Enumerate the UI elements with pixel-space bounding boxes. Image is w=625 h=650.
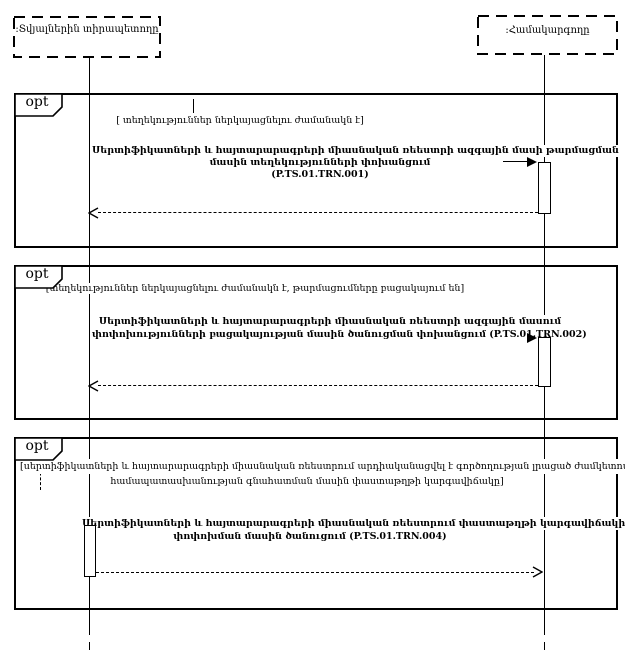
dashed-box-outline [477, 15, 618, 55]
return-message-arrow [98, 385, 538, 387]
fragment-tab-shape [14, 265, 63, 289]
guard-condition: [սերտիֆիկատների և հայտարարագրերի միասնակ… [18, 459, 625, 489]
message-label: Սերտիֆիկատների և հայտարարագրերի միասնակա… [90, 315, 589, 341]
activation-bar-coordinator [538, 162, 551, 214]
guard-condition: [տեղեկություններ ներկայացնելու ժամանակն … [40, 283, 470, 294]
participant-box-coordinator: :Համակարգողը [477, 15, 618, 55]
message-text-line: փոփոխման մասին ծանուցում (P.TS.01.TRN.00… [171, 530, 449, 543]
return-message-arrow [98, 212, 538, 214]
message-text-line: փոփոխությունների բացակայության մասին ծան… [90, 328, 589, 341]
fragment-operator-label: opt [25, 266, 49, 282]
opt-operator-tab: opt [14, 265, 64, 289]
message-text-line: մասին տեղեկությունների փոխանցում [207, 157, 433, 169]
lifeline-data-owner-tail [89, 642, 90, 650]
tick [193, 99, 194, 113]
opt-operator-tab: opt [14, 93, 64, 117]
filled-arrowhead-icon [527, 333, 537, 343]
message-text-line: Սերտիֆիկատների և հայտարարագրերի միասնակա… [80, 517, 625, 530]
activation-bar-data-owner [84, 525, 96, 577]
opt-fragment-2: opt [տեղեկություններ ներկայացնելու ժաման… [14, 265, 618, 420]
message-text-line: Սերտիֆիկատների և հայտարարագրերի միասնակա… [90, 145, 621, 157]
fragment-operator-label: opt [25, 438, 49, 454]
fragment-operator-label: opt [25, 94, 49, 110]
guard-text: համապատասխանության գնահատման մասին փաստա… [108, 474, 506, 489]
sync-message-arrow [503, 161, 528, 163]
open-arrowhead-right-icon [532, 566, 543, 578]
activation-bar-coordinator [538, 337, 551, 387]
guard-text: [սերտիֆիկատների և հայտարարագրերի միասնակ… [18, 459, 625, 474]
participant-label: :Տվյալներին տիրապետողը [15, 24, 159, 35]
lifeline-data-owner [89, 58, 90, 635]
open-arrowhead-icon [88, 380, 99, 392]
async-return-arrow [96, 572, 534, 574]
message-text-line: Սերտիֆիկատների և հայտարարագրերի միասնակա… [96, 315, 564, 328]
opt-fragment-3: opt [սերտիֆիկատների և հայտարարագրերի միա… [14, 437, 625, 610]
message-label: Սերտիֆիկատների և հայտարարագրերի միասնակա… [90, 145, 621, 181]
lifeline-coordinator-tail [544, 642, 545, 650]
participant-box-data-owner: :Տվյալներին տիրապետողը [13, 16, 161, 58]
guard-condition: [ տեղեկություններ ներկայացնելու ժամանակն… [40, 115, 440, 126]
guard-text: [ տեղեկություններ ներկայացնելու ժամանակն… [114, 115, 366, 126]
guard-connector-dashes [40, 458, 41, 490]
fragment-tab-shape [14, 93, 63, 117]
guard-text: [տեղեկություններ ներկայացնելու ժամանակն … [43, 283, 467, 294]
opt-fragment-1: opt [ տեղեկություններ ներկայացնելու ժամա… [14, 93, 621, 248]
opt-operator-tab: opt [14, 437, 64, 461]
open-arrowhead-icon [88, 207, 99, 219]
participant-label: :Համակարգողը [505, 25, 590, 36]
message-label: Սերտիֆիկատների և հայտարարագրերի միասնակա… [80, 517, 625, 543]
dashed-box-outline [13, 16, 161, 58]
filled-arrowhead-icon [527, 157, 537, 167]
fragment-tab-shape [14, 437, 63, 461]
message-text-line: (P.TS.01.TRN.001) [269, 169, 371, 181]
